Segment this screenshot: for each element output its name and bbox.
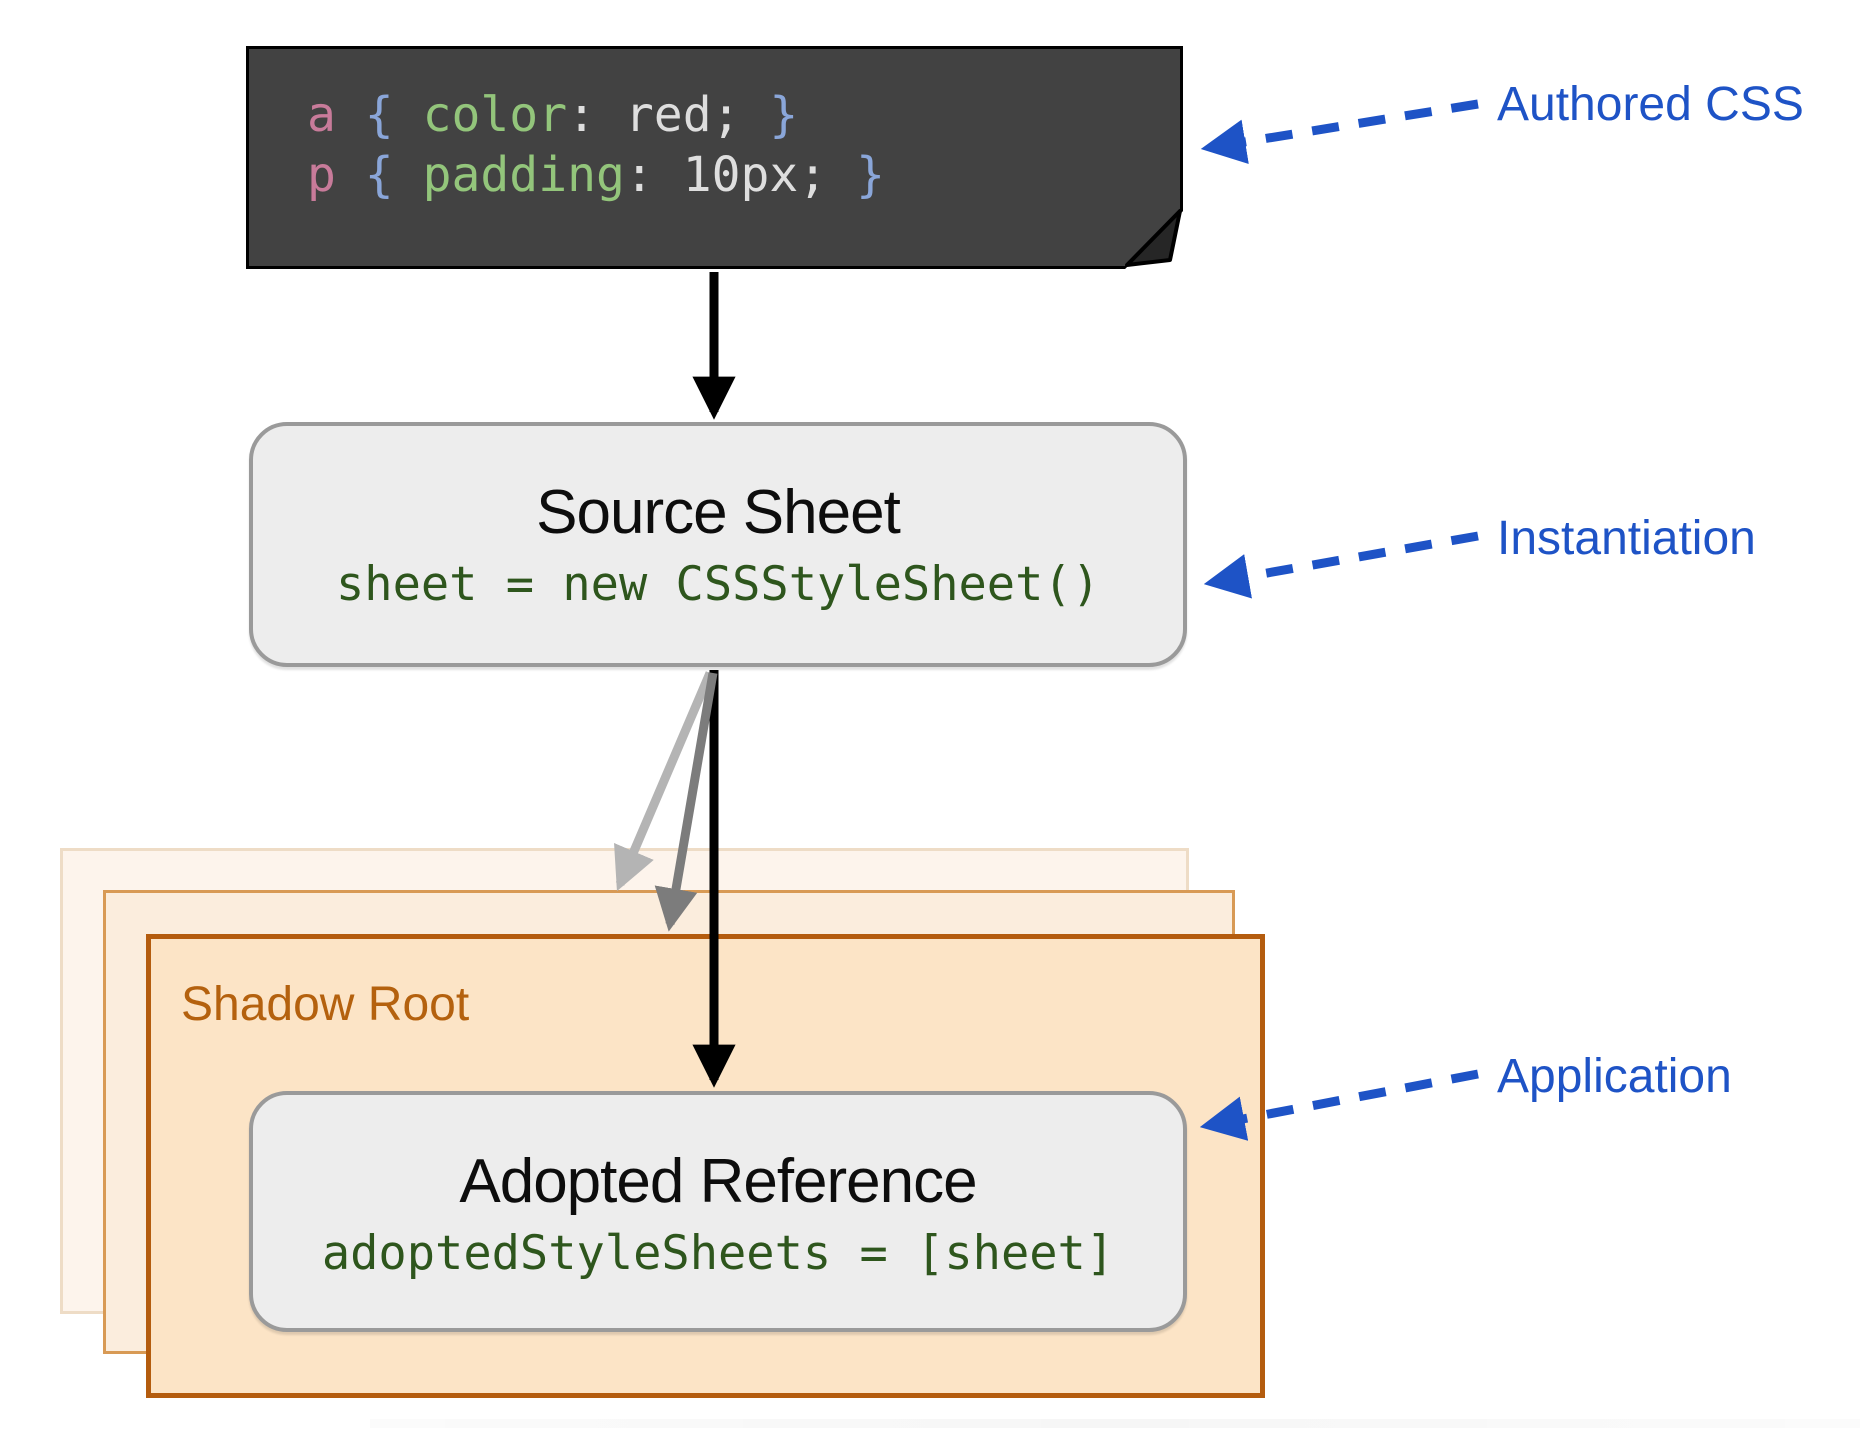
shadow-root-label: Shadow Root — [181, 978, 470, 1031]
css-value: : red; — [567, 87, 770, 143]
css-brace: } — [856, 147, 885, 203]
annotation-label-instantiation: Instantiation — [1497, 512, 1756, 565]
css-brace: { — [364, 87, 423, 143]
annotation-label-authored-css: Authored CSS — [1497, 78, 1804, 131]
css-value: : 10px; — [624, 147, 857, 203]
adopted-reference-box: Adopted Reference adoptedStyleSheets = [… — [249, 1091, 1187, 1332]
css-brace: } — [769, 87, 799, 143]
source-sheet-title: Source Sheet — [536, 478, 901, 547]
source-sheet-code: sheet = new CSSStyleSheet() — [335, 557, 1100, 612]
css-brace: { — [364, 147, 423, 203]
adopted-reference-code: adoptedStyleSheets = [sheet] — [321, 1226, 1115, 1281]
annotation-arrow-authored-css — [1200, 99, 1479, 165]
source-sheet-box: Source Sheet sheet = new CSSStyleSheet() — [249, 422, 1187, 667]
adopted-reference-title: Adopted Reference — [459, 1147, 977, 1216]
css-selector: a — [307, 87, 365, 143]
css-property: color — [422, 87, 568, 143]
css-rule-line: a { color: red; } — [307, 85, 1180, 145]
annotation-label-application: Application — [1497, 1050, 1732, 1103]
css-rule-line: p { padding: 10px; } — [307, 145, 1180, 205]
css-selector: p — [307, 147, 365, 203]
bottom-edge-artifact — [370, 1419, 1860, 1428]
authored-css-box: a { color: red; } p { padding: 10px; } — [246, 46, 1183, 269]
annotation-arrow-instantiation — [1203, 531, 1479, 599]
css-property: padding — [422, 147, 625, 203]
